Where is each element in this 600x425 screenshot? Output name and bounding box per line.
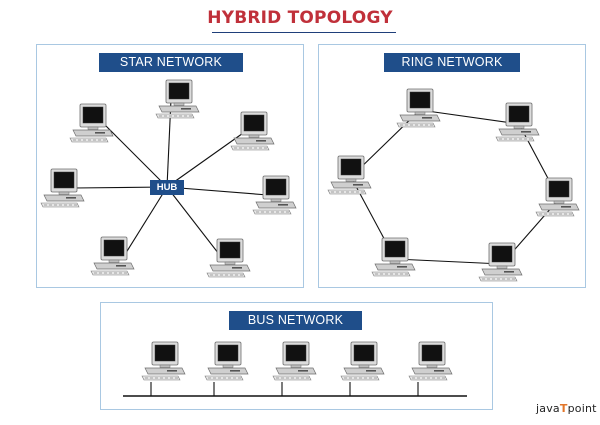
brand-mark: T bbox=[559, 402, 568, 415]
star-link-2 bbox=[166, 98, 172, 188]
star-link-1 bbox=[102, 122, 168, 188]
star-link-6 bbox=[123, 186, 168, 257]
bus-network-label: BUS NETWORK bbox=[229, 311, 362, 330]
computer-icon bbox=[69, 103, 114, 143]
title-underline bbox=[212, 32, 396, 33]
computer-icon bbox=[204, 341, 249, 381]
computer-icon bbox=[40, 168, 85, 208]
ring-network-panel: RING NETWORK bbox=[318, 44, 586, 288]
computer-icon bbox=[230, 111, 275, 151]
star-network-label: STAR NETWORK bbox=[99, 53, 243, 72]
star-diagram bbox=[40, 79, 297, 278]
star-link-5 bbox=[166, 186, 223, 259]
computer-icon bbox=[340, 341, 385, 381]
computer-icon bbox=[327, 155, 372, 195]
computer-icon bbox=[155, 79, 200, 119]
hub-label: HUB bbox=[150, 180, 184, 195]
computer-icon bbox=[495, 102, 540, 142]
computer-icon bbox=[272, 341, 317, 381]
star-network-panel: STAR NETWORK HUB bbox=[36, 44, 304, 288]
computer-icon bbox=[90, 236, 135, 276]
bus-diagram bbox=[123, 341, 467, 397]
computer-icon bbox=[141, 341, 186, 381]
page-title: HYBRID TOPOLOGY bbox=[207, 8, 393, 28]
star-link-3 bbox=[166, 130, 247, 188]
ring-network-label: RING NETWORK bbox=[384, 53, 520, 72]
computer-icon bbox=[478, 242, 523, 282]
computer-icon bbox=[206, 238, 251, 278]
ring-link-4 bbox=[394, 258, 503, 265]
brand-prefix: java bbox=[536, 402, 560, 415]
brand-logo: javaTpoint bbox=[536, 402, 597, 415]
computer-icon bbox=[371, 237, 416, 277]
computer-icon bbox=[252, 175, 297, 215]
ring-diagram bbox=[327, 88, 580, 282]
ring-link-1 bbox=[419, 109, 520, 125]
computer-icon bbox=[408, 341, 453, 381]
brand-suffix: point bbox=[567, 402, 597, 415]
bus-network-panel: BUS NETWORK bbox=[100, 302, 493, 410]
computer-icon bbox=[535, 177, 580, 217]
computer-icon bbox=[396, 88, 441, 128]
